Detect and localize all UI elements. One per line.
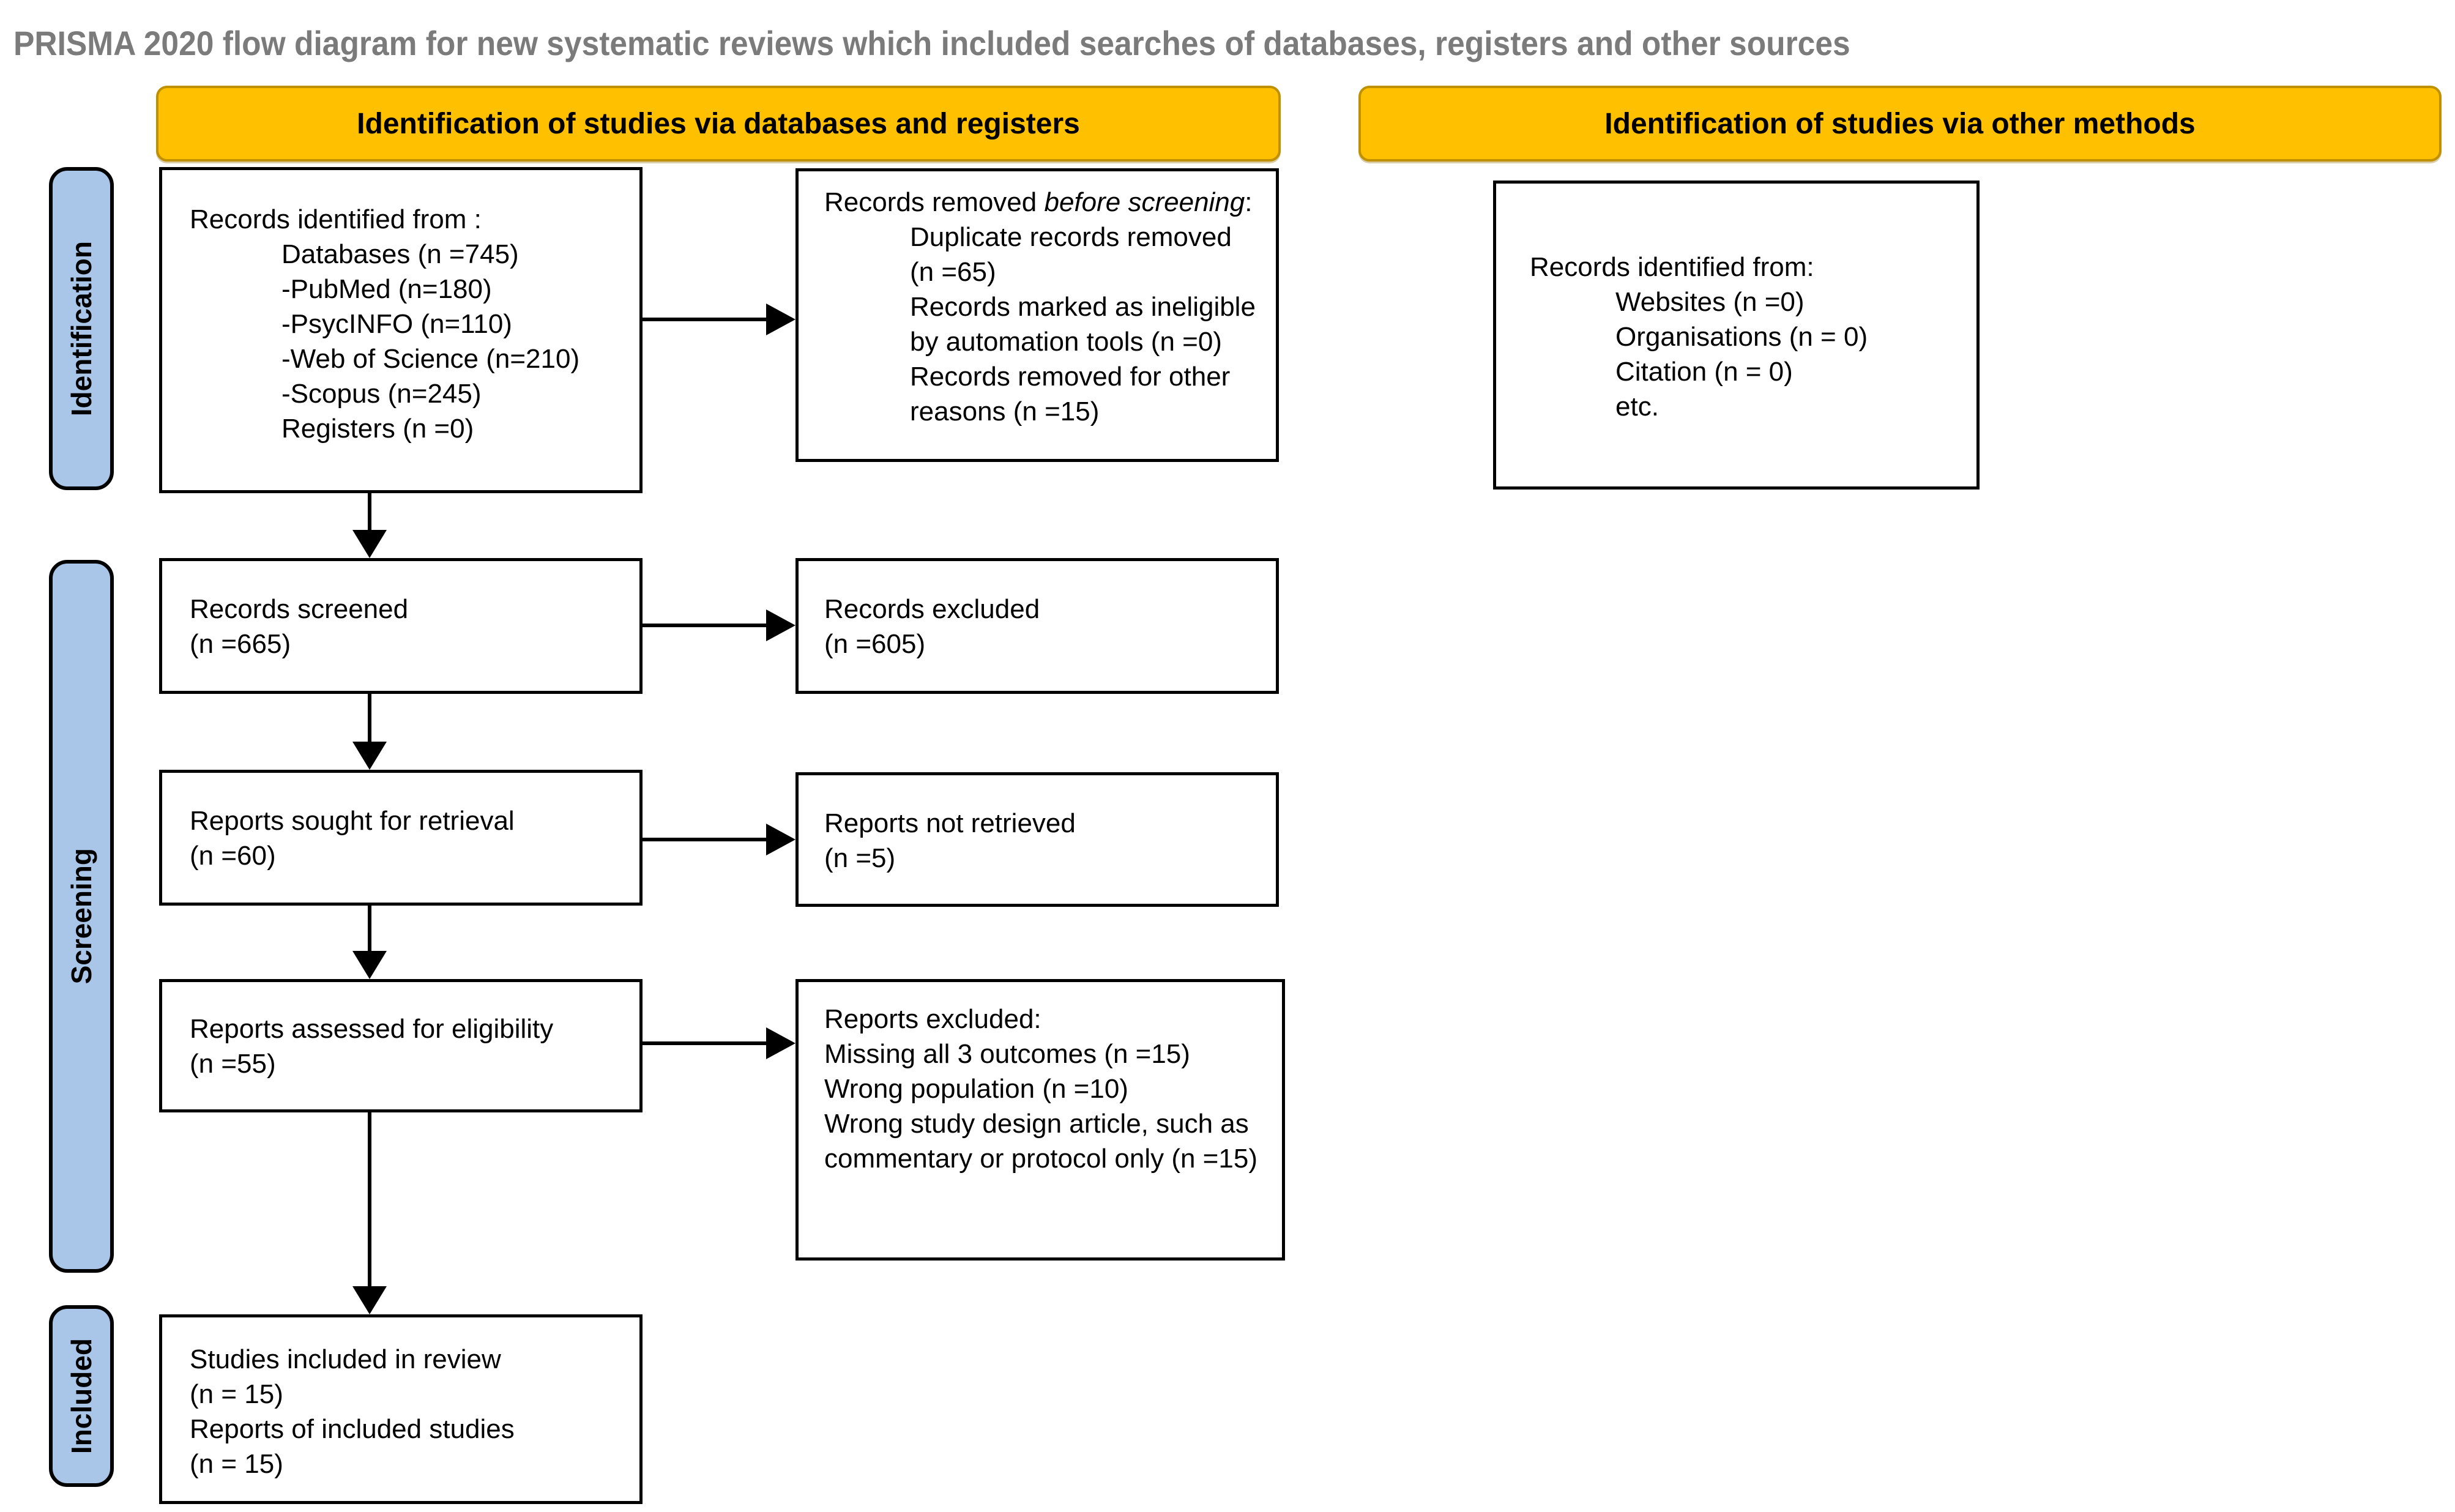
records-removed-item: Records marked as ineligible by automati… — [910, 292, 1256, 357]
banner-other-methods: Identification of studies via other meth… — [1358, 86, 2442, 162]
records-removed-item: Records removed for other reasons (n =15… — [910, 362, 1231, 426]
reports-not-retrieved-line: (n =5) — [824, 843, 896, 873]
records-removed-item: Duplicate records removed (n =65) — [910, 222, 1232, 287]
records-screened-line: Records screened — [190, 594, 409, 624]
reports-assessed-line: Reports assessed for eligibility — [190, 1014, 554, 1044]
records-removed-heading-italic: before screening — [1044, 187, 1245, 217]
arrow-line — [643, 1041, 767, 1045]
page-title: PRISMA 2020 flow diagram for new systema… — [13, 24, 1850, 62]
reports-excluded-heading: Reports excluded: — [824, 1004, 1041, 1034]
arrow-head-right-icon — [766, 609, 795, 641]
arrow-line — [643, 624, 767, 627]
arrow-head-down-icon — [352, 1286, 387, 1314]
box-records-identified-other: Records identified from: Websites (n =0)… — [1493, 181, 1980, 490]
records-identified-other-item: Citation (n = 0) — [1615, 357, 1793, 387]
banner-other-methods-label: Identification of studies via other meth… — [1604, 107, 2196, 140]
records-identified-item: -PubMed (n=180) — [281, 274, 492, 304]
reports-excluded-item: Missing all 3 outcomes (n =15) — [824, 1039, 1190, 1069]
reports-not-retrieved-line: Reports not retrieved — [824, 808, 1076, 838]
banner-databases-registers-label: Identification of studies via databases … — [357, 107, 1080, 140]
reports-assessed-line: (n =55) — [190, 1049, 276, 1079]
box-reports-sought: Reports sought for retrieval (n =60) — [159, 770, 643, 906]
records-excluded-line: (n =605) — [824, 629, 926, 659]
records-identified-other-heading: Records identified from: — [1530, 252, 1814, 282]
banner-databases-registers: Identification of studies via databases … — [156, 86, 1281, 162]
records-identified-item: -Web of Science (n=210) — [281, 344, 580, 374]
stage-label-included-text: Included — [65, 1338, 97, 1454]
records-screened-line: (n =665) — [190, 629, 291, 659]
records-removed-heading-prefix: Records removed — [824, 187, 1045, 217]
records-identified-heading: Records identified from : — [190, 204, 482, 234]
arrow-line — [368, 694, 371, 743]
studies-included-line: Reports of included studies — [190, 1414, 515, 1444]
records-removed-heading: Records removed before screening: — [824, 185, 1262, 220]
stage-label-identification: Identification — [49, 167, 114, 490]
reports-excluded-item: Wrong population (n =10) — [824, 1074, 1128, 1104]
arrow-line — [643, 838, 767, 841]
records-identified-item: -PsycINFO (n=110) — [281, 309, 512, 339]
studies-included-line: Studies included in review — [190, 1344, 501, 1374]
arrow-line — [368, 1112, 371, 1287]
box-records-excluded: Records excluded (n =605) — [795, 558, 1279, 694]
reports-sought-line: (n =60) — [190, 841, 276, 871]
arrow-line — [643, 318, 767, 321]
stage-label-included: Included — [49, 1305, 114, 1487]
box-records-removed: Records removed before screening: Duplic… — [795, 168, 1279, 462]
records-identified-other-item: Organisations (n = 0) — [1615, 322, 1868, 352]
reports-sought-line: Reports sought for retrieval — [190, 806, 515, 836]
arrow-head-down-icon — [352, 951, 387, 979]
arrow-line — [368, 906, 371, 952]
stage-label-screening: Screening — [49, 560, 114, 1273]
records-removed-heading-suffix: : — [1245, 187, 1253, 217]
box-studies-included: Studies included in review (n = 15) Repo… — [159, 1314, 643, 1504]
box-reports-excluded: Reports excluded: Missing all 3 outcomes… — [795, 979, 1285, 1261]
box-reports-not-retrieved: Reports not retrieved (n =5) — [795, 772, 1279, 907]
box-records-screened: Records screened (n =665) — [159, 558, 643, 694]
arrow-line — [368, 493, 371, 531]
arrow-head-down-icon — [352, 742, 387, 770]
records-identified-other-item: etc. — [1615, 392, 1659, 422]
stage-label-screening-text: Screening — [65, 848, 97, 985]
box-reports-assessed: Reports assessed for eligibility (n =55) — [159, 979, 643, 1112]
box-records-identified: Records identified from : Databases (n =… — [159, 167, 643, 493]
arrow-head-right-icon — [766, 824, 795, 855]
records-identified-item: Registers (n =0) — [281, 414, 474, 444]
arrow-head-right-icon — [766, 1027, 795, 1059]
arrow-head-down-icon — [352, 530, 387, 558]
arrow-head-right-icon — [766, 304, 795, 335]
reports-excluded-item: Wrong study design article, such as comm… — [824, 1109, 1257, 1174]
studies-included-line: (n = 15) — [190, 1379, 283, 1409]
stage-label-identification-text: Identification — [65, 240, 97, 417]
records-identified-other-item: Websites (n =0) — [1615, 287, 1805, 317]
records-identified-item: -Scopus (n=245) — [281, 379, 482, 409]
records-identified-item: Databases (n =745) — [281, 239, 519, 269]
records-excluded-line: Records excluded — [824, 594, 1040, 624]
studies-included-line: (n = 15) — [190, 1449, 283, 1479]
